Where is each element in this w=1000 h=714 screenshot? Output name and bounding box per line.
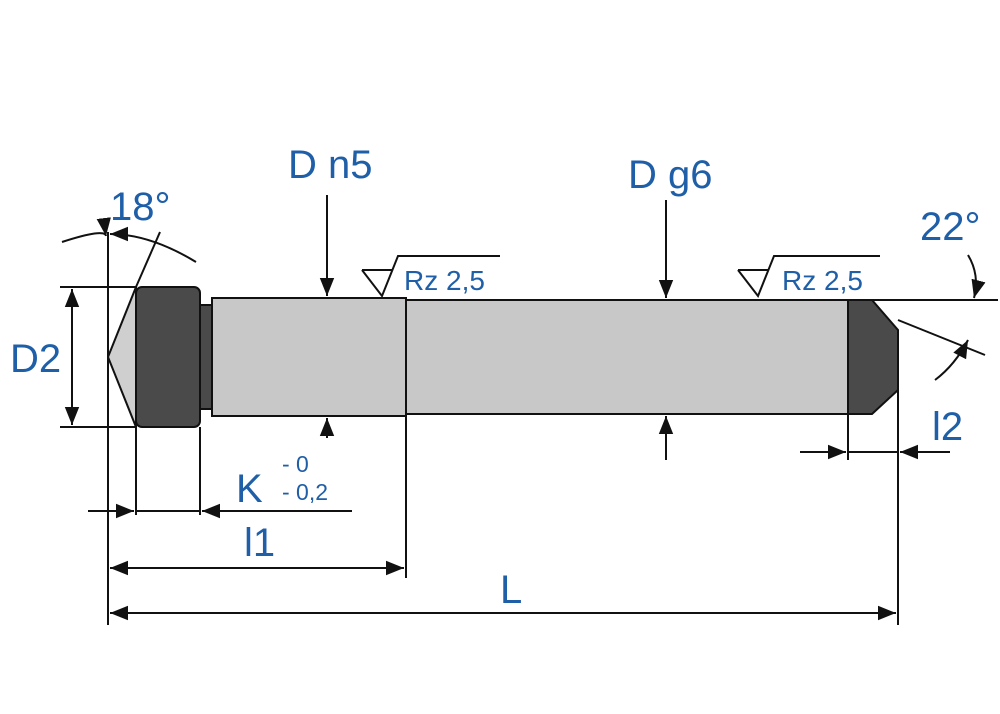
label-d-g6: D g6 <box>628 153 713 197</box>
label-l1: l1 <box>244 521 275 565</box>
roughness-symbol-2 <box>737 255 880 299</box>
label-d2: D2 <box>10 337 61 381</box>
label-l2: l2 <box>932 405 963 449</box>
shaft-n5-section <box>211 297 407 417</box>
label-angle-18: 18° <box>110 185 171 229</box>
label-angle-22: 22° <box>920 205 981 249</box>
label-k: K <box>236 467 263 511</box>
cone-tip <box>106 286 137 428</box>
chamfer-end <box>847 299 899 415</box>
label-roughness-1: Rz 2,5 <box>404 265 485 296</box>
neck <box>199 304 213 410</box>
roughness-symbol-1 <box>361 255 500 299</box>
label-d-n5: D n5 <box>288 143 373 187</box>
label-l: L <box>500 568 522 612</box>
shaft-g6-section <box>405 299 849 415</box>
label-roughness-2: Rz 2,5 <box>782 265 863 296</box>
angle-22-arc <box>967 254 986 299</box>
label-tolerance-upper: - 0 <box>282 451 309 477</box>
head <box>135 286 201 428</box>
label-tolerance-lower: - 0,2 <box>282 479 328 505</box>
angle-18-arc <box>61 217 111 243</box>
